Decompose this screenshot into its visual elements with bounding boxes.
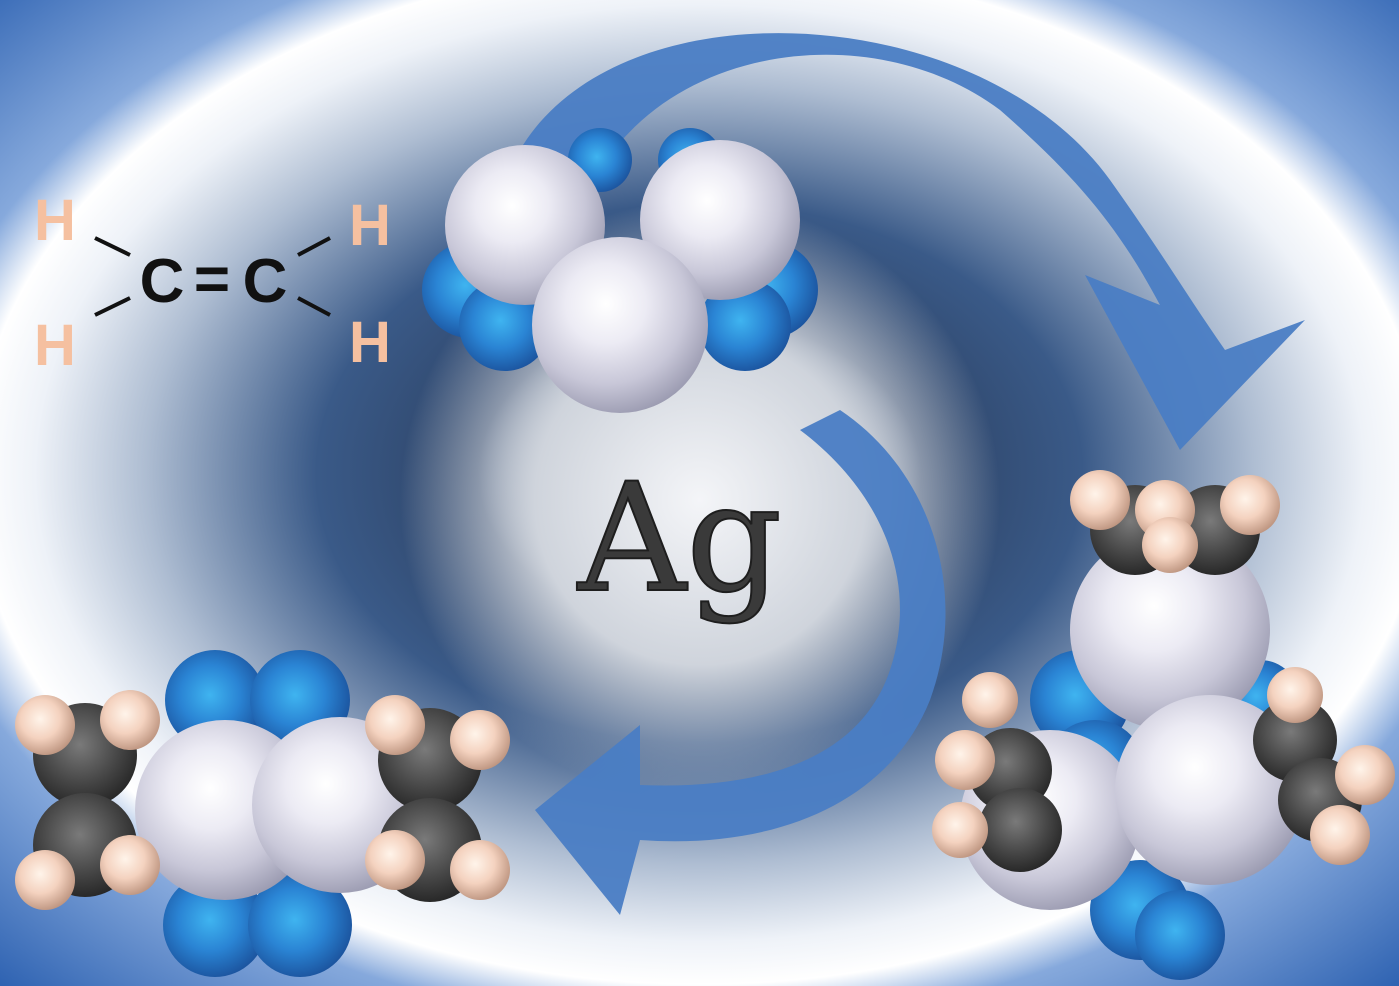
carbon-label: C bbox=[243, 247, 288, 316]
arrow-bottom-left bbox=[535, 410, 946, 915]
hydrogen-label: H bbox=[34, 313, 76, 378]
bond-line bbox=[94, 236, 131, 257]
bond-line bbox=[297, 296, 331, 317]
bond-line bbox=[94, 296, 131, 317]
hydrogen-label: H bbox=[349, 310, 391, 375]
silver-ethylene-cluster-right bbox=[932, 470, 1395, 980]
hydrogen-label: H bbox=[34, 188, 76, 253]
ethylene-formula: H H C = C H H bbox=[34, 188, 391, 378]
arrow-top-right bbox=[520, 33, 1305, 450]
hydrogen-label: H bbox=[349, 193, 391, 258]
bond-line bbox=[297, 236, 331, 257]
carbon-label: C bbox=[140, 247, 185, 316]
double-bond-symbol: = bbox=[194, 245, 230, 314]
silver-ethylene-cluster-left bbox=[15, 650, 510, 977]
silver-symbol-label: Ag bbox=[577, 452, 782, 626]
silver-cluster-top bbox=[422, 128, 818, 413]
